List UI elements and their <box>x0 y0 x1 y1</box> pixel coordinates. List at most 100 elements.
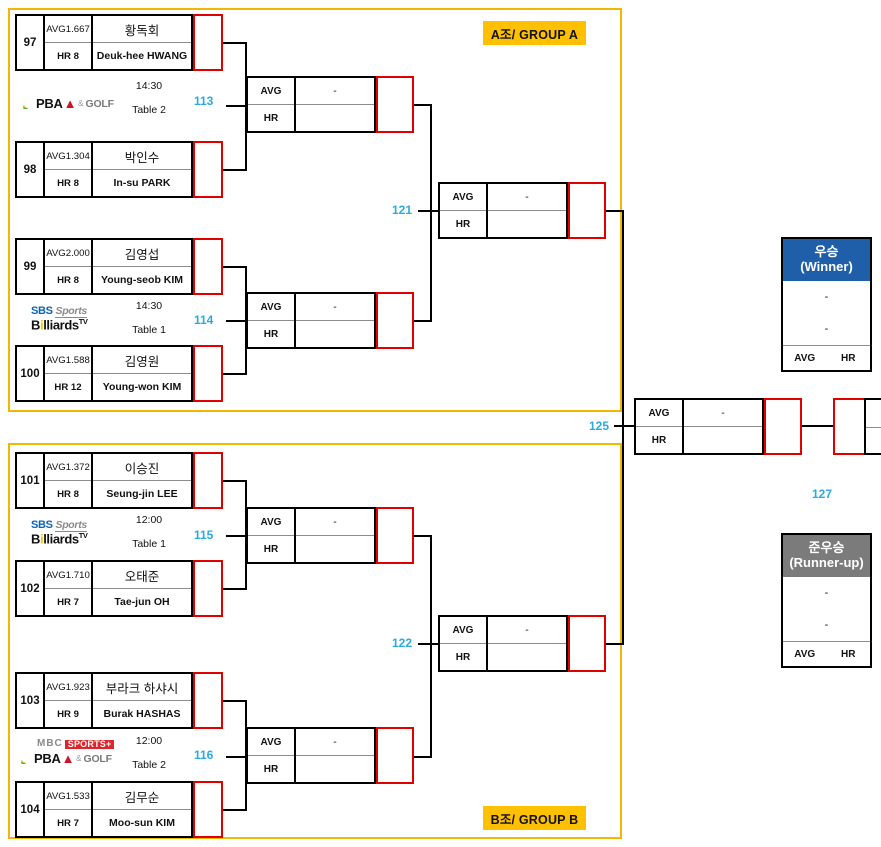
match-info-116: MBC SPORTS+ PBA▲&GOLF 12:00 Table 2 <box>15 735 223 781</box>
slot-score[interactable] <box>764 398 802 455</box>
mbc-brand: MBC <box>37 738 63 749</box>
match-number-114: 114 <box>194 313 214 327</box>
player-stats: AVG1.588 HR 12 <box>45 347 93 400</box>
winner-title-en: (Winner) <box>800 259 853 275</box>
player-score[interactable] <box>193 781 223 838</box>
player-score[interactable] <box>193 452 223 509</box>
broadcaster-logo-sbs: SBS Sports BilliardsTV <box>31 519 88 547</box>
player-score[interactable] <box>193 238 223 295</box>
runner-up-title-ko: 준우승 <box>808 540 845 555</box>
peacock-icon <box>21 753 32 764</box>
slot-score[interactable] <box>568 615 606 672</box>
pba-amp: & <box>76 754 82 763</box>
slot-avg-value: - <box>296 294 374 321</box>
player-score[interactable] <box>193 560 223 617</box>
slot-hr-value <box>296 756 374 782</box>
connector-line <box>622 210 624 645</box>
player-stats: AVG1.304 HR 8 <box>45 143 93 196</box>
pba-brand: PBA <box>34 751 61 766</box>
slot-score[interactable] <box>376 292 414 349</box>
bracket-slot-115[interactable]: AVG HR - <box>246 507 414 564</box>
bracket-slot-116[interactable]: AVG HR - <box>246 727 414 784</box>
slot-body: - <box>296 509 376 562</box>
winner-box: 우승 (Winner) - - AVG HR <box>781 237 872 372</box>
match-info-115: SBS Sports BilliardsTV 12:00 Table 1 <box>15 514 223 559</box>
connector-line <box>414 320 432 322</box>
bracket-slot-113[interactable]: AVG HR - <box>246 76 414 133</box>
slot-avg-label: AVG <box>248 294 294 321</box>
slot-labels: AVG HR <box>248 294 296 347</box>
player-score[interactable] <box>193 345 223 402</box>
pba-triangle-icon: ▲ <box>63 96 77 111</box>
slot-hr-value <box>296 321 374 347</box>
winner-subname: - <box>824 322 829 335</box>
slot-body: - <box>296 78 376 131</box>
sbs-billiards-a: B <box>31 317 40 333</box>
slot-hr-label: HR <box>651 434 667 446</box>
connector-line <box>430 104 432 322</box>
connector-line <box>418 210 440 212</box>
winner-header: 우승 (Winner) <box>783 239 870 281</box>
player-name-ko: 김무순 <box>93 783 191 810</box>
player-seed: 97 <box>17 16 45 69</box>
slot-score[interactable] <box>376 76 414 133</box>
slot-score[interactable] <box>376 507 414 564</box>
bracket-slot-127-score[interactable] <box>833 398 866 455</box>
player-name-en: Burak HASHAS <box>103 708 181 720</box>
player-card-102[interactable]: 102 AVG1.710 HR 7 오태준 Tae-jun OH <box>15 560 223 617</box>
player-hr: HR 9 <box>57 708 79 720</box>
player-seed: 103 <box>17 674 45 727</box>
player-avg: AVG2.000 <box>45 240 91 267</box>
player-avg: AVG1.304 <box>45 143 91 170</box>
slot-body: - <box>296 729 376 782</box>
slot-labels: AVG HR <box>248 78 296 131</box>
match-time: 12:00 <box>135 514 163 526</box>
bracket-slot-121[interactable]: AVG HR - <box>438 182 606 239</box>
bracket-slot-125[interactable]: AVG HR - <box>634 398 802 455</box>
slot-hr-value <box>296 536 374 562</box>
player-stats: AVG1.710 HR 7 <box>45 562 93 615</box>
player-seed: 99 <box>17 240 45 293</box>
player-seed: 102 <box>17 562 45 615</box>
connector-line <box>614 425 636 427</box>
sbs-billiards-b: lliards <box>43 531 79 547</box>
player-card-104[interactable]: 104 AVG1.533 HR 7 김무순 Moo-sun KIM <box>15 781 223 838</box>
slot-avg-value: - <box>296 509 374 536</box>
player-names: 박인수 In-su PARK <box>93 143 193 196</box>
slot-hr-value <box>296 105 374 131</box>
connector-line <box>430 535 432 758</box>
player-names: 김영섭 Young-seob KIM <box>93 240 193 293</box>
sbs-tv: TV <box>78 531 88 540</box>
player-card-98[interactable]: 98 AVG1.304 HR 8 박인수 In-su PARK <box>15 141 223 198</box>
player-card-101[interactable]: 101 AVG1.372 HR 8 이승진 Seung-jin LEE <box>15 452 223 509</box>
bracket-slot-114[interactable]: AVG HR - <box>246 292 414 349</box>
player-score[interactable] <box>193 141 223 198</box>
connector-line <box>223 42 247 44</box>
player-name-ko: 오태준 <box>93 562 191 589</box>
player-card-103[interactable]: 103 AVG1.923 HR 9 부라크 하샤시 Burak HASHAS <box>15 672 223 729</box>
player-score[interactable] <box>193 672 223 729</box>
connector-line <box>606 210 624 212</box>
bracket-slot-127-body[interactable] <box>864 398 881 455</box>
slot-score[interactable] <box>568 182 606 239</box>
player-name-en: Young-won KIM <box>102 381 182 393</box>
broadcaster-logo-sbs: SBS Sports BilliardsTV <box>31 305 88 333</box>
match-table: Table 1 <box>132 538 166 550</box>
player-names: 이승진 Seung-jin LEE <box>93 454 193 507</box>
slot-hr-label: HR <box>263 328 279 340</box>
slot-hr-label: HR <box>263 112 279 124</box>
player-card-99[interactable]: 99 AVG2.000 HR 8 김영섭 Young-seob KIM <box>15 238 223 295</box>
player-score[interactable] <box>193 14 223 71</box>
bracket-slot-122[interactable]: AVG HR - <box>438 615 606 672</box>
connector-line <box>802 425 834 427</box>
slot-avg-value: - <box>684 400 762 427</box>
player-name-en: Moo-sun KIM <box>109 817 175 829</box>
player-avg: AVG1.667 <box>45 16 91 43</box>
player-hr: HR 8 <box>57 488 79 500</box>
slot-score[interactable] <box>376 727 414 784</box>
player-hr: HR 7 <box>57 596 79 608</box>
player-card-100[interactable]: 100 AVG1.588 HR 12 김영원 Young-won KIM <box>15 345 223 402</box>
player-card-97[interactable]: 97 AVG1.667 HR 8 황독회 Deuk-hee HWANG <box>15 14 223 71</box>
slot-avg-label: AVG <box>248 729 294 756</box>
